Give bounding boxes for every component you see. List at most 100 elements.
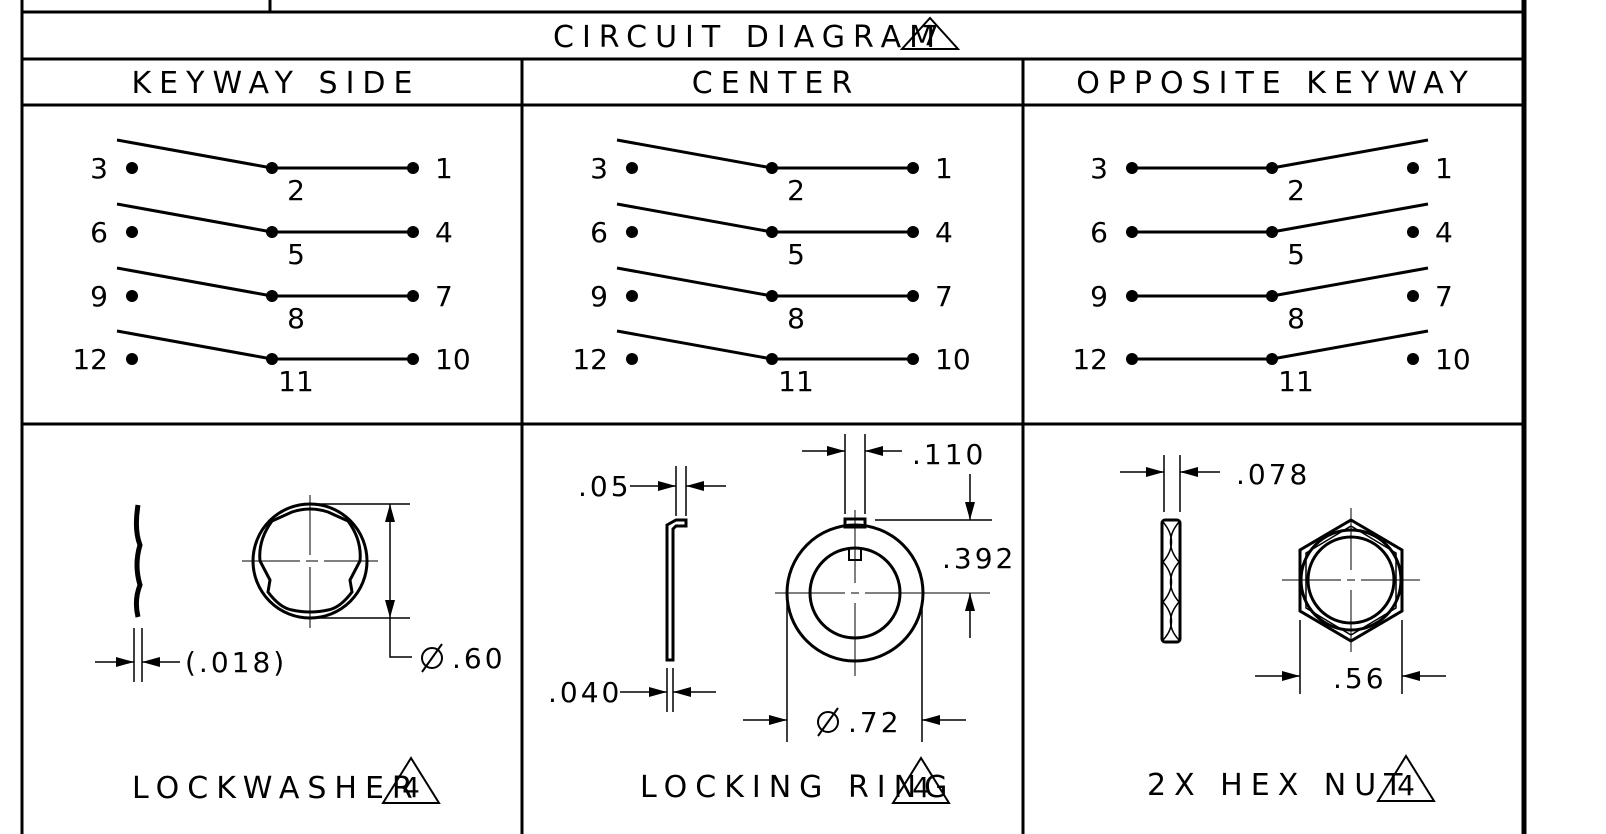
arrowhead [385,600,395,618]
terminal-label-right: 4 [935,216,953,249]
locking-ring-centerlines [775,510,990,676]
switch-pole: 9 8 7 [590,266,953,335]
arrowhead [673,687,691,697]
terminal-label-common: 5 [787,238,805,271]
terminal-label-common: 11 [778,365,814,398]
terminal-label-left: 12 [572,343,608,376]
switch-pole: 9 8 7 [1090,266,1453,335]
lockwasher-thickness-dim: (.018) [185,646,287,679]
arrowhead [922,715,940,725]
locking-ring-side-view [665,518,688,662]
locking-ring-key-dim-lines [743,434,992,742]
switch-blade [1271,138,1429,170]
title-note-triangle: 7 [899,16,961,52]
arrowhead [965,502,975,520]
switch-blade [616,202,773,234]
hex-nut-part: .078 .56 2X HEX NUT 4 [1120,455,1446,803]
arrowhead [769,715,787,725]
diameter-symbol-icon [421,643,443,673]
terminal-label-common: 8 [1287,302,1305,335]
terminal-label-left: 9 [90,280,108,313]
switch-blade [116,329,273,361]
switch-blade [616,266,773,298]
lockwasher-centerlines [242,495,378,628]
switch-pole: 12 11 10 [1072,329,1471,398]
switch-pole: 321 [1090,138,1453,207]
switch-blade [1271,329,1429,361]
terminal-label-left: 3 [90,152,108,185]
lockwasher-diameter-dim: .60 [452,642,506,675]
locking-ring-key-width-dim: .110 [912,438,986,471]
header-center: CENTER [692,66,860,101]
hex-nut-centerlines [1282,508,1420,652]
terminal-dot [1407,162,1419,174]
terminal-label-common: 11 [1278,365,1314,398]
terminal-label-right: 10 [435,343,471,376]
terminal-dot [1407,290,1419,302]
switch-blade [1271,266,1429,298]
hex-nut-thickness-dim-lines [1120,455,1220,512]
locking-ring-tab-dim: .05 [578,470,632,503]
terminal-label-right: 10 [1435,343,1471,376]
arrowhead [1180,467,1198,477]
switch-pole: 654 [1090,202,1453,271]
diagram-title: CIRCUIT DIAGRAM [553,20,943,55]
hex-nut-side-view [1160,518,1182,644]
locking-ring-note: 4 [912,771,930,804]
lockwasher-teeth [258,507,362,614]
note-triangle [891,756,951,804]
terminal-label-right: 7 [1435,280,1453,313]
frame-lines [20,0,1527,834]
terminal-dot [126,353,138,365]
diameter-symbol-icon [817,707,839,737]
terminal-label-common: 2 [1287,174,1305,207]
switch-blade [1271,202,1429,234]
title-note-number: 7 [921,19,939,52]
switch-blade [116,266,273,298]
arrowhead [1402,671,1420,681]
terminal-label-left: 6 [90,216,108,249]
terminal-dot [626,290,638,302]
terminal-dot [626,226,638,238]
arrowhead [142,657,160,667]
locking-ring-label: LOCKING RING [640,770,955,805]
locking-ring-part: .05 .040 [548,434,1013,805]
terminal-label-left: 12 [1072,343,1108,376]
switch-pole: 654 [90,202,453,271]
terminal-label-left: 9 [1090,280,1108,313]
hex-nut-width-dim: .56 [1333,662,1387,695]
lockwasher-thickness-dim-lines [95,628,180,682]
terminal-dot [626,353,638,365]
switch-pole: 321 [590,138,953,207]
header-opposite-keyway: OPPOSITE KEYWAY [1076,66,1476,101]
switch-schematics: 3216549871211103216549871211103216549871… [72,138,1471,398]
locking-ring-diameter-dim: .72 [848,706,902,739]
arrowhead [1282,671,1300,681]
arrowhead [865,446,883,456]
switch-blade [116,202,273,234]
switch-blade [116,138,273,170]
lockwasher-part: (.018) .60 LOCKWASHER 4 [95,495,506,806]
arrowhead [965,593,975,611]
terminal-dot [1407,226,1419,238]
locking-ring-thickness-dim: .040 [548,676,622,709]
terminal-label-left: 3 [590,152,608,185]
terminal-dot [126,290,138,302]
terminal-label-common: 2 [787,174,805,207]
hex-nut-note: 4 [1397,769,1415,802]
terminal-label-right: 7 [935,280,953,313]
terminal-label-left: 9 [590,280,608,313]
terminal-dot [126,226,138,238]
terminal-label-left: 6 [1090,216,1108,249]
terminal-dot [1407,353,1419,365]
locking-ring-tab-dim-lines [620,466,726,712]
lockwasher-side-view [133,504,143,618]
switch-pole: 987 [90,266,453,335]
arrowhead [658,481,676,491]
terminal-label-common: 8 [787,302,805,335]
hex-nut-thickness-dim: .078 [1236,458,1310,491]
terminal-label-left: 3 [1090,152,1108,185]
terminal-label-right: 1 [435,152,453,185]
